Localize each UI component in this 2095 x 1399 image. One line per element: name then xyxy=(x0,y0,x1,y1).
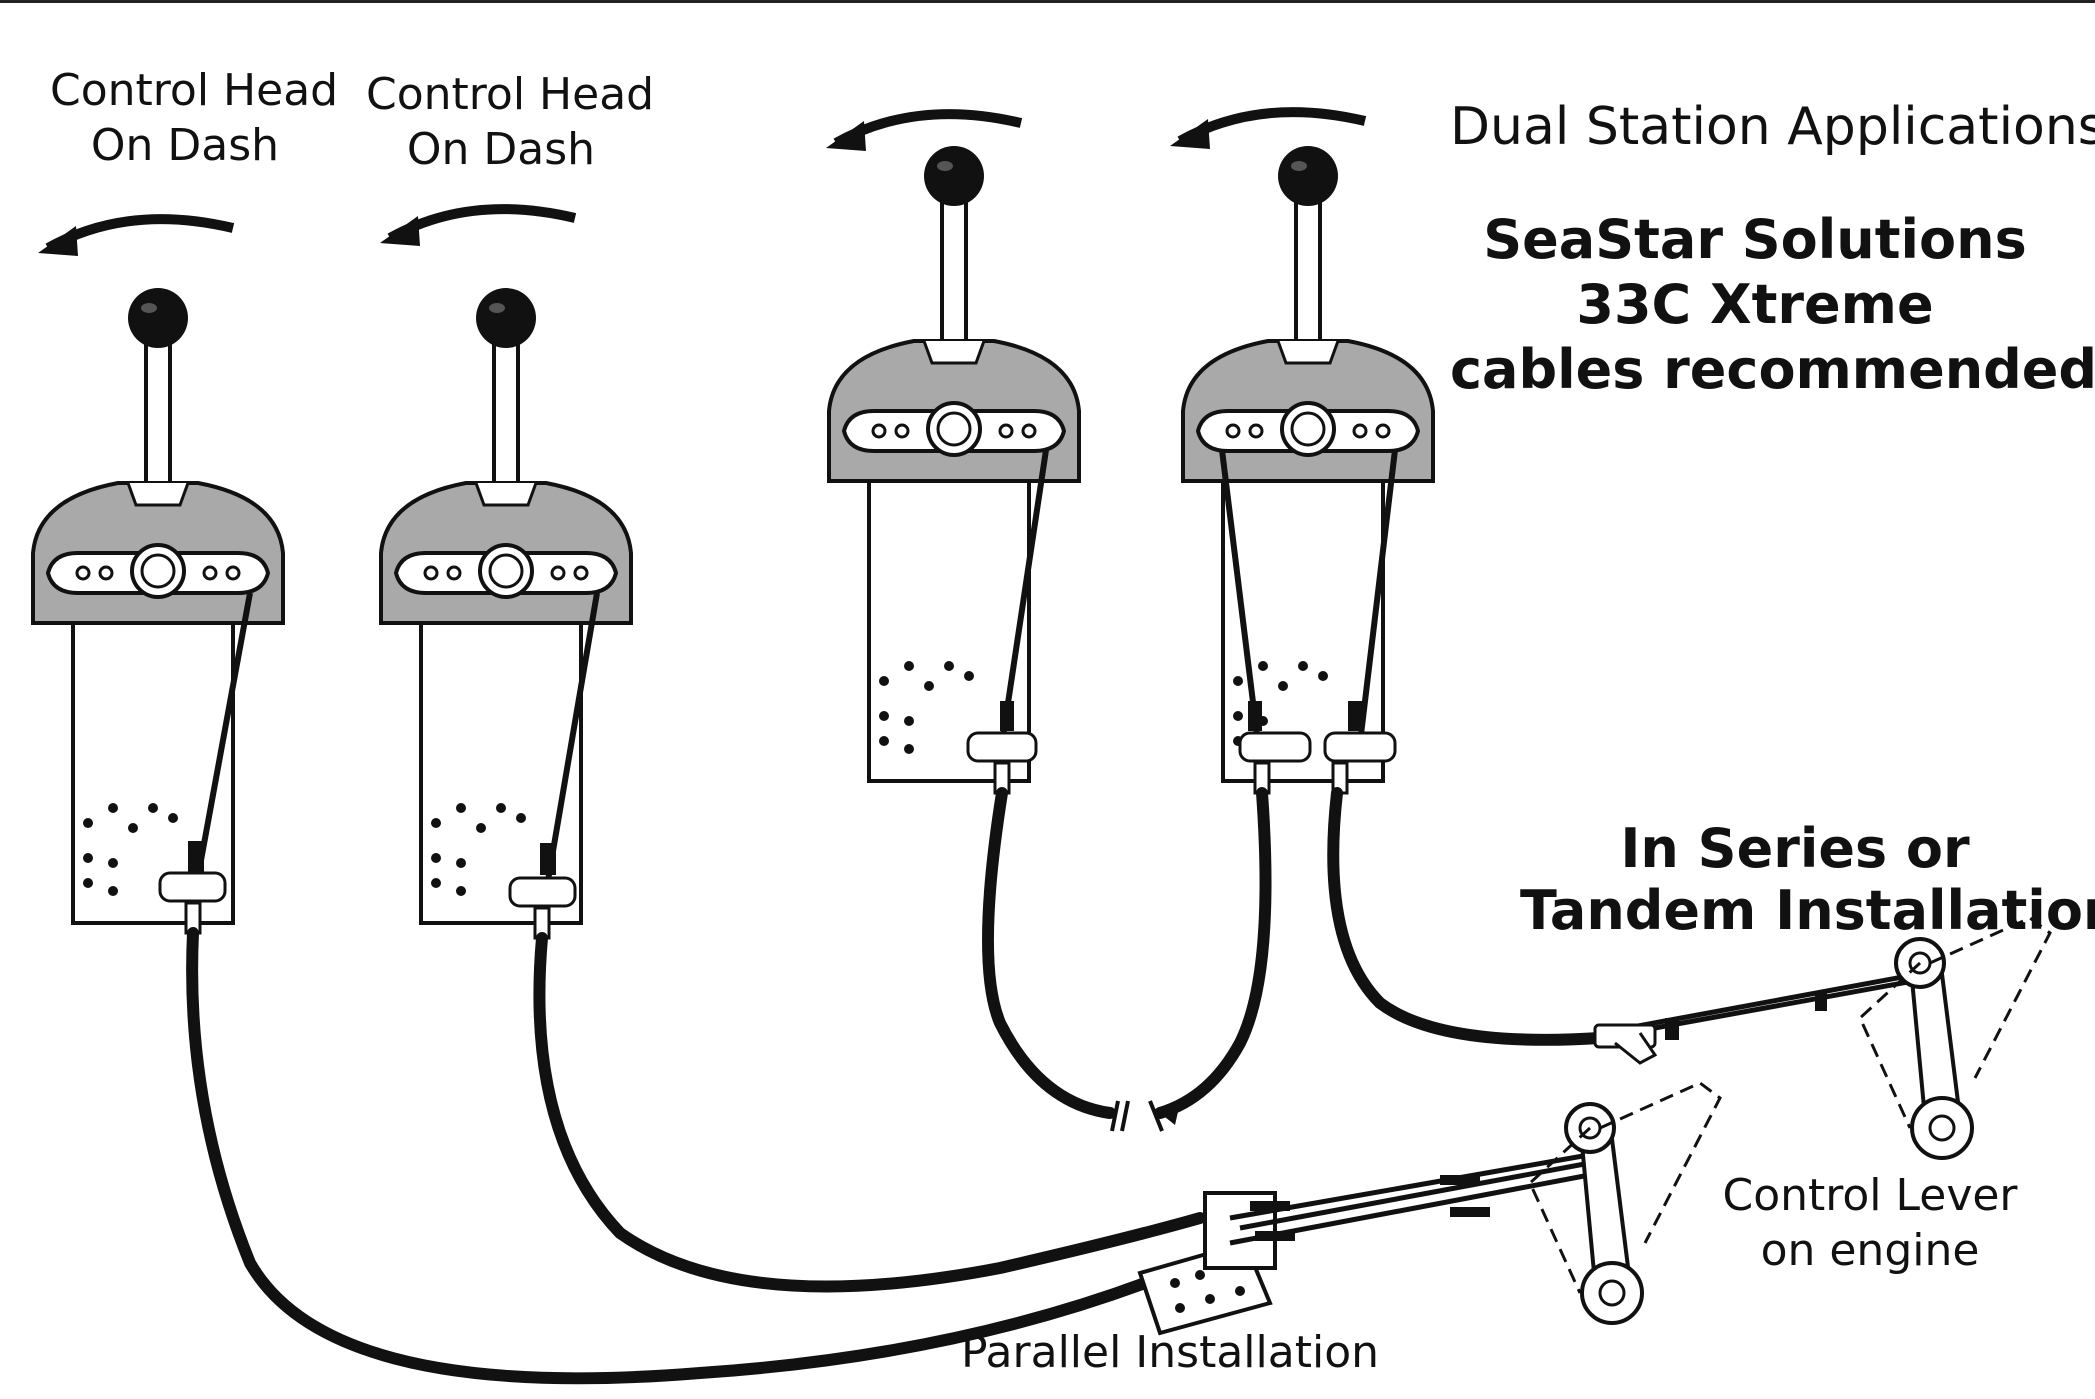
push-pull-cable-icon xyxy=(192,449,1398,899)
control-head-label-2: Control Head On Dash xyxy=(366,67,655,177)
engine-control-lever-icon xyxy=(1528,1081,1722,1325)
cable-recommendation: SeaStar Solutions 33C Xtreme cables reco… xyxy=(1450,208,2095,402)
label-line: On Dash xyxy=(406,124,596,175)
rotation-arrow-icon xyxy=(380,209,575,246)
label-line: In Series or xyxy=(1620,817,1970,880)
parallel-installation-label: Parallel Installation xyxy=(961,1327,1379,1378)
label-line: SeaStar Solutions xyxy=(1483,208,2027,271)
label-line: On Dash xyxy=(90,120,280,171)
label-line: Tandem Installation xyxy=(1520,879,2095,943)
label-line: Control Head xyxy=(366,69,655,120)
label-line: cables recommended xyxy=(1450,337,2095,401)
dual-station-title: Dual Station Applications xyxy=(1450,97,2095,157)
series-installation-label: In Series or Tandem Installation xyxy=(1520,817,2095,943)
label-line: Control Head xyxy=(50,65,339,116)
diagram-drawing xyxy=(31,3,2052,1385)
label-line: 33C Xtreme xyxy=(1576,272,1934,336)
label-line: Control Lever xyxy=(1722,1170,2018,1221)
engine-control-lever-icon xyxy=(1858,916,2052,1160)
mounting-bracket-icon xyxy=(1137,1191,1277,1336)
control-head-label-1: Control Head On Dash xyxy=(50,63,339,173)
rotation-arrow-icon xyxy=(826,114,1021,151)
rotation-arrow-icon xyxy=(38,219,233,256)
control-lever-label: Control Lever on engine xyxy=(1710,1168,2030,1278)
label-line: on engine xyxy=(1760,1225,1980,1276)
rotation-arrow-icon xyxy=(1170,112,1365,149)
